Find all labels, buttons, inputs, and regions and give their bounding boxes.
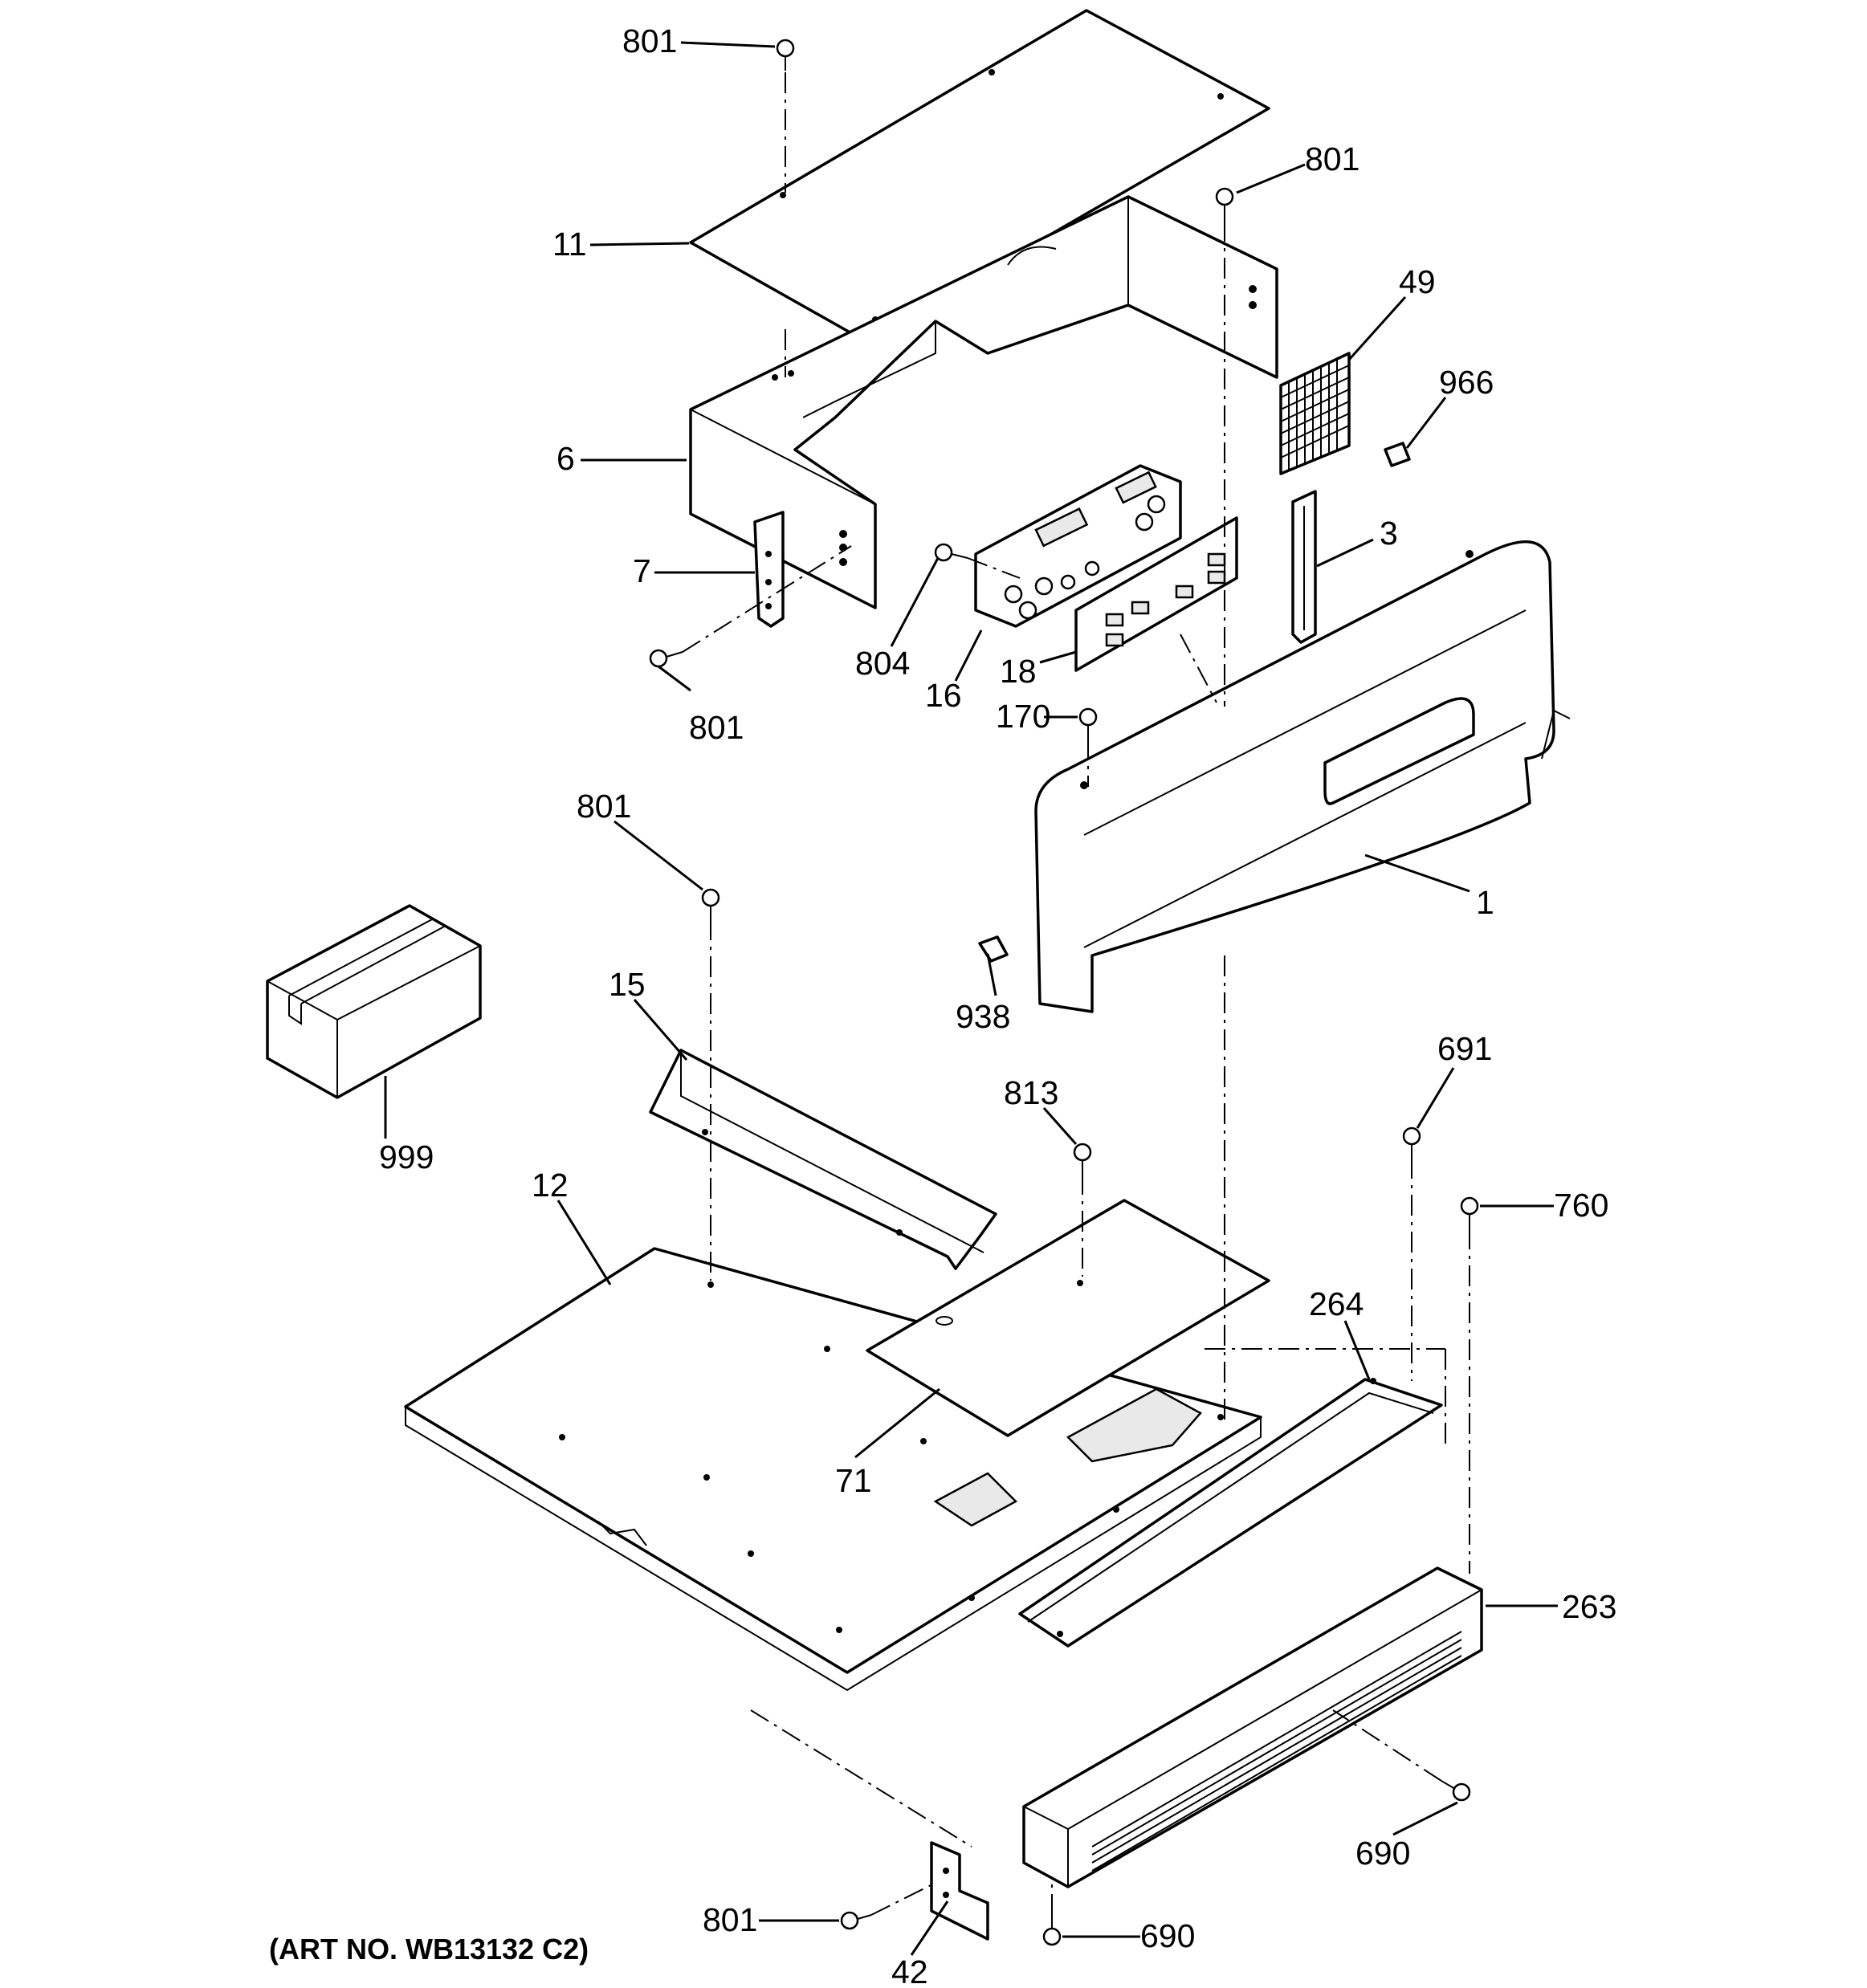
callout-11: 11 xyxy=(552,226,587,263)
screw-801-bottom xyxy=(840,1911,872,1930)
part-15-channel xyxy=(649,1049,997,1270)
callout-15: 15 xyxy=(609,966,646,1003)
part-264-rail xyxy=(1018,1378,1443,1648)
leader-lines xyxy=(384,41,1558,1956)
callout-966: 966 xyxy=(1439,364,1494,401)
part-18-overlay xyxy=(1074,516,1238,672)
screw-801-upper-right xyxy=(1215,187,1234,221)
callout-42: 42 xyxy=(891,1953,928,1988)
callout-690-right: 690 xyxy=(1355,1835,1410,1872)
callout-801-bottom: 801 xyxy=(703,1901,757,1938)
callout-691: 691 xyxy=(1437,1030,1492,1067)
screw-813 xyxy=(1073,1143,1092,1174)
part-49-mesh xyxy=(1279,352,1351,475)
callout-49: 49 xyxy=(1399,263,1436,300)
art-number: (ART NO. WB13132 C2) xyxy=(269,1933,589,1966)
callout-804: 804 xyxy=(855,645,910,682)
callout-1: 1 xyxy=(1476,884,1494,921)
screw-170 xyxy=(1078,707,1098,739)
callout-18: 18 xyxy=(1000,653,1037,690)
part-42-bracket xyxy=(930,1841,989,1941)
screw-690-right xyxy=(1441,1780,1471,1802)
part-999-box xyxy=(266,904,482,1099)
callout-801-left-bracket: 801 xyxy=(689,709,744,746)
callout-264: 264 xyxy=(1309,1285,1364,1322)
callout-7: 7 xyxy=(633,552,651,589)
callout-938: 938 xyxy=(956,998,1010,1035)
callout-999: 999 xyxy=(379,1139,434,1175)
screws xyxy=(649,39,1479,1946)
part-263-kick-panel xyxy=(1022,1566,1483,1888)
callout-801-top: 801 xyxy=(622,22,677,59)
part-6-control-housing xyxy=(689,195,1278,609)
callout-16: 16 xyxy=(925,677,962,714)
part-938-clip xyxy=(978,935,1009,963)
screw-760 xyxy=(1460,1196,1479,1228)
screw-691 xyxy=(1402,1126,1421,1158)
callout-6: 6 xyxy=(556,440,575,477)
callout-labels: 801 801 11 49 966 6 3 7 804 16 18 801 17… xyxy=(379,22,1616,1988)
part-12-base-panel xyxy=(404,1247,1262,1692)
screw-801-top xyxy=(776,39,795,71)
screw-804 xyxy=(934,543,968,562)
screw-801-mid xyxy=(701,888,720,919)
screw-690-bottom xyxy=(1042,1915,1062,1946)
callout-801-upper-right: 801 xyxy=(1305,141,1359,177)
callout-263: 263 xyxy=(1562,1588,1616,1625)
part-16-control-board xyxy=(974,464,1182,628)
screw-801-left xyxy=(649,649,683,668)
callout-3: 3 xyxy=(1380,515,1398,552)
callout-690-bottom: 690 xyxy=(1140,1917,1195,1954)
callout-801-mid: 801 xyxy=(577,788,631,825)
callout-12: 12 xyxy=(532,1167,569,1204)
part-3-vertical-bracket xyxy=(1291,490,1317,644)
part-7-bracket xyxy=(753,511,785,628)
callout-760: 760 xyxy=(1554,1187,1608,1224)
callout-813: 813 xyxy=(1004,1074,1058,1111)
assembly-lines xyxy=(682,72,1470,1916)
part-71-insulation xyxy=(866,1199,1270,1437)
callout-170: 170 xyxy=(996,698,1050,735)
part-966-clip xyxy=(1384,442,1411,467)
callout-71: 71 xyxy=(835,1462,872,1499)
part-1-backguard xyxy=(1034,540,1571,1013)
